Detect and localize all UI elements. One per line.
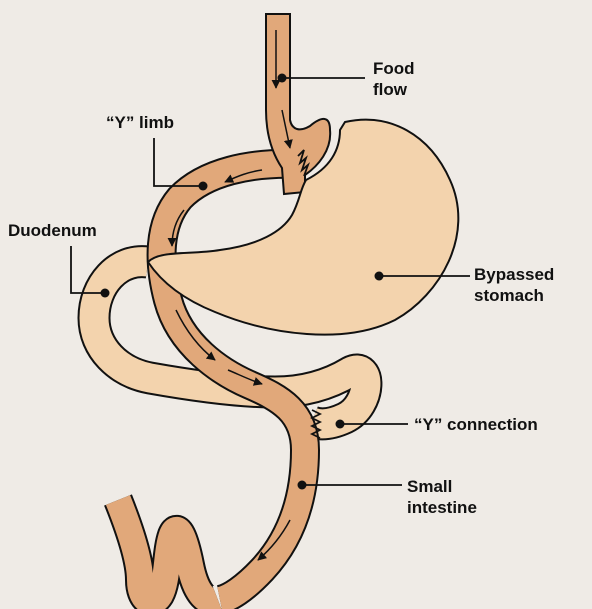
label-small-intestine-line2: intestine (407, 497, 477, 518)
label-duodenum: Duodenum (8, 220, 97, 241)
label-bypassed-stomach-line1: Bypassed (474, 264, 554, 285)
label-bypassed-stomach-line2: stomach (474, 285, 554, 306)
label-y-connection-text: “Y” connection (414, 414, 538, 435)
label-y-connection: “Y” connection (414, 414, 538, 435)
label-food-flow: Food flow (373, 58, 415, 100)
label-food-flow-line2: flow (373, 79, 415, 100)
label-y-limb: “Y” limb (106, 112, 174, 133)
label-small-intestine: Small intestine (407, 476, 477, 518)
label-y-limb-text: “Y” limb (106, 112, 174, 133)
label-food-flow-line1: Food (373, 58, 415, 79)
label-duodenum-text: Duodenum (8, 220, 97, 241)
label-small-intestine-line1: Small (407, 476, 477, 497)
label-bypassed-stomach: Bypassed stomach (474, 264, 554, 306)
intestine-wiggle (118, 500, 218, 601)
